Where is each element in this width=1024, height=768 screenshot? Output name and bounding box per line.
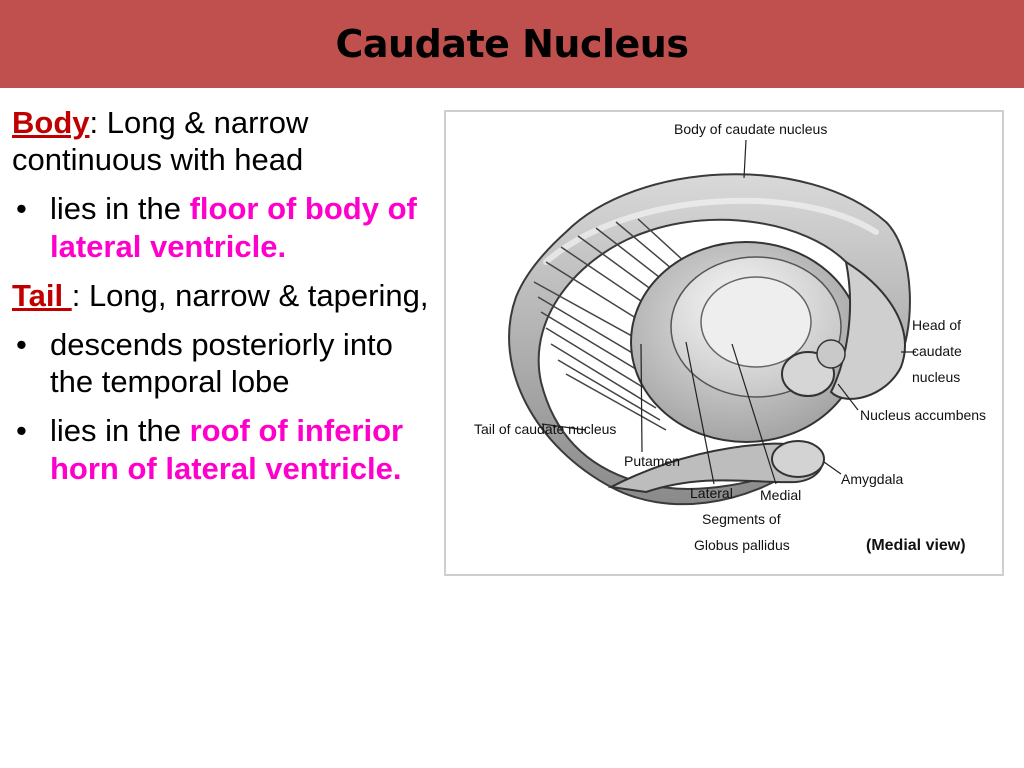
tail-bullet-highlight: roof of inferior horn of lateral ventric… — [50, 413, 404, 486]
tail-bullet-2: lies in the roof of inferior horn of lat… — [12, 412, 440, 486]
label-view: (Medial view) — [866, 537, 966, 554]
label-lateral: Lateral — [690, 485, 733, 501]
label-body: Body of caudate nucleus — [674, 121, 827, 137]
body-description: : Long & narrow continuous with head — [12, 105, 309, 178]
tail-description: : Long, narrow & tapering, — [71, 277, 429, 313]
body-bullet-prefix: lies in the — [50, 191, 190, 227]
label-medial: Medial — [760, 487, 801, 503]
leader-lines — [541, 139, 916, 485]
body-paragraph: Body: Long & narrow continuous with head — [12, 104, 440, 178]
title-bar: Caudate Nucleus — [0, 0, 1024, 88]
caudate-head-shape — [829, 259, 906, 400]
caudate-body-shape — [508, 173, 911, 506]
tail-bullet-1: descends posteriorly into the temporal l… — [12, 326, 440, 400]
body-bullet: lies in the floor of body of lateral ven… — [12, 190, 440, 264]
label-head-2: caudate — [912, 343, 962, 359]
label-amygdala: Amygdala — [841, 471, 903, 487]
label-head-3: nucleus — [912, 369, 960, 385]
diagram-svg: Body of caudate nucleus Head of caudate … — [474, 121, 986, 554]
label-accumbens: Nucleus accumbens — [860, 407, 986, 423]
globus-pallidus-medial-shape — [700, 276, 812, 368]
tail-bullet-prefix: lies in the — [50, 413, 190, 449]
tail-term: Tail — [12, 277, 72, 313]
text-column: Body: Long & narrow continuous with head… — [12, 104, 440, 499]
label-putamen: Putamen — [624, 453, 680, 469]
label-tail: Tail of caudate nucleus — [474, 421, 616, 437]
body-bullet-highlight: floor of body of lateral ventricle. — [50, 191, 417, 264]
label-head-1: Head of — [912, 317, 961, 333]
caudate-diagram: Body of caudate nucleus Head of caudate … — [444, 110, 1004, 576]
amygdala-shape — [771, 440, 825, 478]
tail-paragraph: Tail : Long, narrow & tapering, — [12, 277, 440, 314]
body-bullets: lies in the floor of body of lateral ven… — [12, 190, 440, 264]
label-segments: Segments of — [702, 511, 781, 527]
label-globus: Globus pallidus — [694, 537, 790, 553]
body-term: Body — [12, 105, 90, 140]
slide-title: Caudate Nucleus — [335, 22, 689, 66]
tail-bullets: descends posteriorly into the temporal l… — [12, 326, 440, 487]
